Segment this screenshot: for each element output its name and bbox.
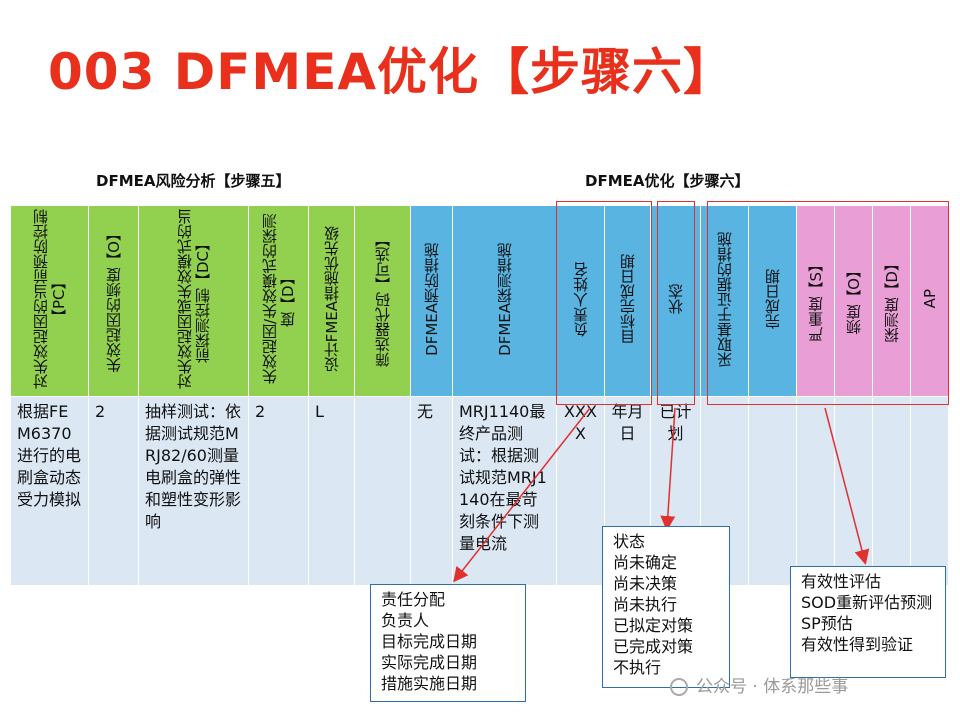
header-cell-occurrence: 失效起因的频度【O】 [88,205,139,397]
arrow-evaluation [824,407,870,565]
callout-line: 已拟定对策 [613,616,694,635]
header-cell-filter-code: 筛选器代码【可选】 [354,205,411,397]
header-cell-evidence-action: 采取基于证据的措施 [700,205,749,397]
highlight-box-evaluation [707,201,949,405]
callout-line: 不执行 [613,658,662,677]
arrow-responsibility [453,407,591,583]
header-cell-pc: 对失效起因的当前预防控制【PC】 [10,205,89,397]
callout-line: 实际完成日期 [381,653,478,672]
header-cell-detection-action: DFMEA探测措施 [452,205,557,397]
header-cell-action-priority: 设计FMEA措施优先级 [308,205,355,397]
table-cell: L [308,396,355,586]
callout-responsibility: 责任分配 负责人 目标完成日期 实际完成日期 措施实施日期 [370,584,526,702]
header-cell-new-detection: 探测度【D】 [872,205,911,397]
table-cell [748,396,797,586]
callout-status: 状态 尚未确定 尚未决策 尚未执行 已拟定对策 已完成对策 不执行 [602,526,730,688]
callout-evaluation: 有效性评估 SOD重新评估预测 SP预估 有效性得到验证 [790,566,946,678]
header-cell-severity: 严重度【S】 [796,205,835,397]
header-cell-completion-date: 完成日期 [748,205,797,397]
callout-line: 尚未决策 [613,574,678,593]
table-cell [796,396,835,586]
header-row: 对失效起因的当前预防控制【PC】 失效起因的频度【O】 对失效起因或失效模式的当… [10,205,949,397]
watermark-text: 公众号 · 体系那些事 [696,677,849,697]
header-cell-ap: AP [910,205,949,397]
callout-line: SP预估 [801,614,853,633]
highlight-box-status [657,201,695,405]
dfmea-table: 对失效起因的当前预防控制【PC】 失效起因的频度【O】 对失效起因或失效模式的当… [10,205,949,586]
section-label-optimization: DFMEA优化【步骤六】 [585,172,750,190]
table-cell [354,396,411,586]
table-cell: 2 [88,396,139,586]
callout-line: 负责人 [381,611,430,630]
table-row: 根据FEM6370进行的电刷盒动态受力模拟 2 抽样测试：依据测试规范MRJ82… [10,396,949,586]
callout-line: 有效性评估 [801,572,882,591]
table-cell: 2 [248,396,309,586]
table-cell: 无 [410,396,453,586]
callout-line: 已完成对策 [613,637,694,656]
watermark: 公众号 · 体系那些事 [670,672,848,697]
table-cell [872,396,911,586]
callout-line: 状态 [613,532,646,551]
table-cell [910,396,949,586]
header-cell-prevention-action: DFMEA预防措施 [410,205,453,397]
table-cell: 抽样测试：依据测试规范MRJ82/60测量电刷盒的弹性和塑性变形影响 [138,396,249,586]
section-label-risk-analysis: DFMEA风险分析【步骤五】 [96,172,291,190]
header-cell-detection: 失效起因/失效模式的探测度【D】 [248,205,309,397]
wechat-icon [670,678,688,696]
table-cell: 根据FEM6370进行的电刷盒动态受力模拟 [10,396,89,586]
callout-line: SOD重新评估预测 [801,593,933,612]
callout-line: 尚未确定 [613,553,678,572]
callout-line: 责任分配 [381,590,446,609]
callout-line: 有效性得到验证 [801,635,914,654]
callout-line: 尚未执行 [613,595,678,614]
callout-line: 措施实施日期 [381,674,478,693]
header-cell-target-date: 目标完成日期 [604,205,651,397]
header-cell-responsible: 负责人姓名 [556,205,605,397]
highlight-box-responsibility [556,201,652,405]
arrow-status [660,407,676,531]
table-cell: MRJ1140最终产品测试：根据测试规范MRJ1140在最苛刻条件下测量电流 [452,396,557,586]
header-cell-new-occurrence: 频度【O】 [834,205,873,397]
page-title: 003 DFMEA优化【步骤六】 [48,43,735,101]
callout-line: 目标完成日期 [381,632,478,651]
